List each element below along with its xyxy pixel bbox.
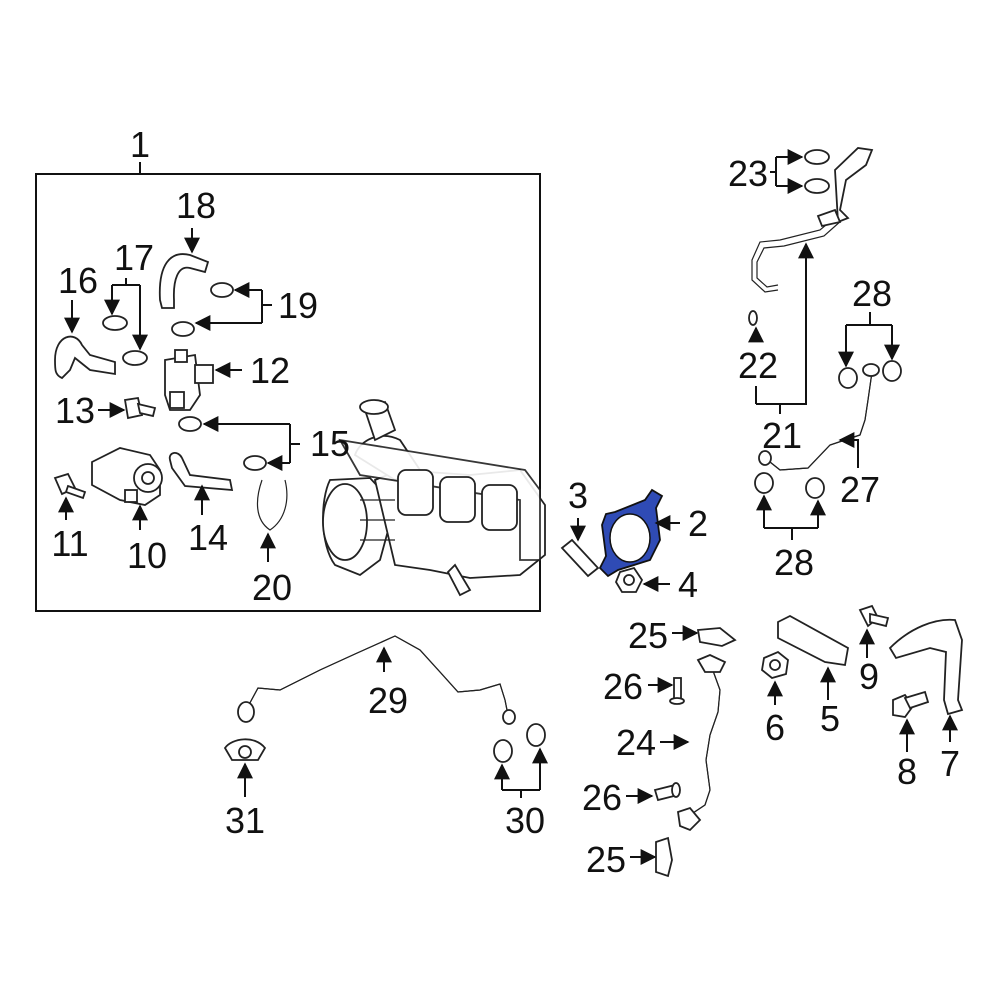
turbocharger xyxy=(322,399,546,597)
clamp-31 xyxy=(223,738,267,761)
stud-26-upper xyxy=(669,677,685,705)
leader-lines xyxy=(58,149,958,865)
hose-clamps-15 xyxy=(178,416,267,471)
callout-24: 24 xyxy=(616,722,656,763)
callout-17: 17 xyxy=(114,237,154,278)
wastegate-actuator xyxy=(91,447,163,506)
hose-16 xyxy=(54,335,116,380)
nut-6 xyxy=(761,650,789,679)
callout-29: 29 xyxy=(368,680,408,721)
bolt-9 xyxy=(858,604,890,628)
gasket-25-lower xyxy=(655,836,673,878)
callout-25-lower: 25 xyxy=(586,839,626,880)
callout-20: 20 xyxy=(252,567,292,608)
callout-26-upper: 26 xyxy=(603,666,643,707)
heat-shield-bracket-5 xyxy=(777,614,849,667)
callout-28-upper: 28 xyxy=(852,273,892,314)
callout-8: 8 xyxy=(897,751,917,792)
callout-7: 7 xyxy=(940,743,960,784)
callout-16: 16 xyxy=(58,260,98,301)
callout-21: 21 xyxy=(762,415,802,456)
callout-25-upper: 25 xyxy=(628,615,668,656)
callout-1: 1 xyxy=(130,124,150,165)
callout-22: 22 xyxy=(738,345,778,386)
hose-20 xyxy=(256,479,288,531)
callout-30: 30 xyxy=(505,800,545,841)
callout-28-lower: 28 xyxy=(774,542,814,583)
seals-28-lower xyxy=(754,472,825,499)
bolt-13 xyxy=(123,396,157,420)
oil-feed-line-29 xyxy=(237,635,516,725)
callout-31: 31 xyxy=(225,800,265,841)
gasket-25-upper xyxy=(696,627,737,647)
callout-27: 27 xyxy=(840,469,880,510)
callout-9: 9 xyxy=(859,656,879,697)
callout-15: 15 xyxy=(310,423,350,464)
callout-5: 5 xyxy=(820,698,840,739)
callout-labels: 1 2 3 4 5 6 7 8 9 10 11 12 13 14 15 16 1… xyxy=(51,124,960,880)
callout-18: 18 xyxy=(176,185,216,226)
oil-return-pipe-24 xyxy=(677,654,727,832)
turbo-outlet-gasket xyxy=(598,488,664,578)
hose-18 xyxy=(158,253,210,309)
callout-11: 11 xyxy=(51,523,88,564)
vacuum-hose-14 xyxy=(168,452,234,491)
callout-6: 6 xyxy=(765,707,785,748)
callout-3: 3 xyxy=(568,475,588,516)
nut-4 xyxy=(614,566,644,593)
callout-14: 14 xyxy=(188,517,228,558)
bolt-11 xyxy=(53,472,87,500)
seals-28-upper xyxy=(838,360,902,389)
callout-26-lower: 26 xyxy=(582,777,622,818)
stud-26-lower xyxy=(653,782,681,802)
seals-30 xyxy=(493,723,546,763)
callout-13: 13 xyxy=(55,390,95,431)
turbo-kit-box xyxy=(35,173,541,612)
callout-19: 19 xyxy=(278,285,318,326)
washers-23 xyxy=(804,149,830,194)
hose-clamps-19 xyxy=(171,282,234,337)
washer-22 xyxy=(748,310,758,326)
callout-10: 10 xyxy=(127,535,167,576)
coolant-line-21 xyxy=(751,147,874,293)
support-bracket-7 xyxy=(888,618,964,716)
callout-23: 23 xyxy=(728,153,768,194)
callout-4: 4 xyxy=(678,564,698,605)
bolt-8 xyxy=(892,690,930,718)
callout-2: 2 xyxy=(688,503,708,544)
callout-12: 12 xyxy=(250,350,290,391)
stud-3 xyxy=(560,538,600,578)
boost-control-valve xyxy=(164,349,214,411)
hose-clamps-17 xyxy=(102,315,148,366)
